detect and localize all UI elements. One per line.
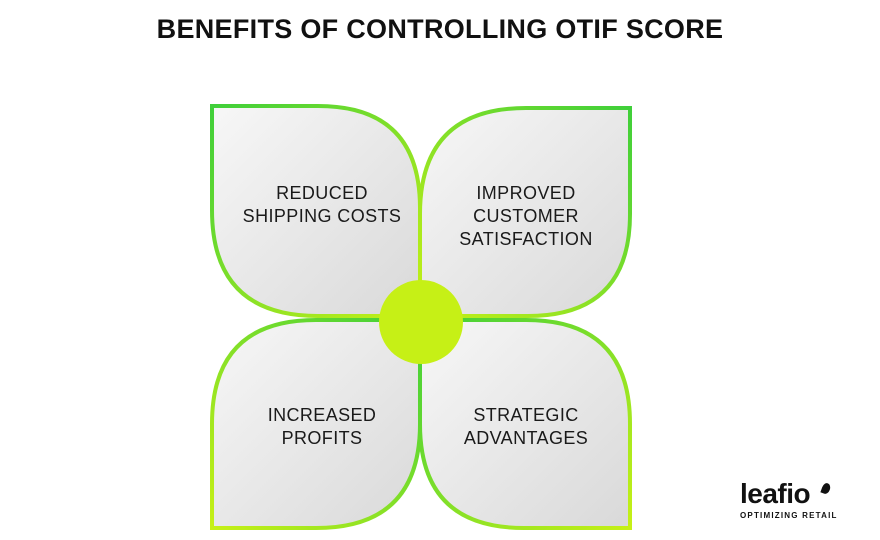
label-line: CUSTOMER <box>473 206 579 226</box>
petal-label-bottom-right: STRATEGIC ADVANTAGES <box>426 404 626 450</box>
label-line: IMPROVED <box>476 183 576 203</box>
label-line: STRATEGIC <box>473 405 579 425</box>
petal-label-top-left: REDUCED SHIPPING COSTS <box>222 182 422 228</box>
label-line: INCREASED <box>267 405 377 425</box>
label-line: REDUCED <box>276 183 368 203</box>
logo-wordmark: leafio <box>740 478 811 509</box>
label-line: PROFITS <box>281 428 363 448</box>
center-circle <box>379 280 463 364</box>
label-line: ADVANTAGES <box>463 428 589 448</box>
label-line: SHIPPING COSTS <box>242 206 402 226</box>
label-line: SATISFACTION <box>459 229 593 249</box>
petal-label-top-right: IMPROVED CUSTOMER SATISFACTION <box>426 182 626 251</box>
leafio-logo: leafio OPTIMIZING RETAIL <box>740 478 840 521</box>
petal-label-bottom-left: INCREASED PROFITS <box>222 404 422 450</box>
page-title: BENEFITS OF CONTROLLING OTIF SCORE <box>156 14 724 44</box>
logo-tagline: OPTIMIZING RETAIL <box>740 511 838 520</box>
